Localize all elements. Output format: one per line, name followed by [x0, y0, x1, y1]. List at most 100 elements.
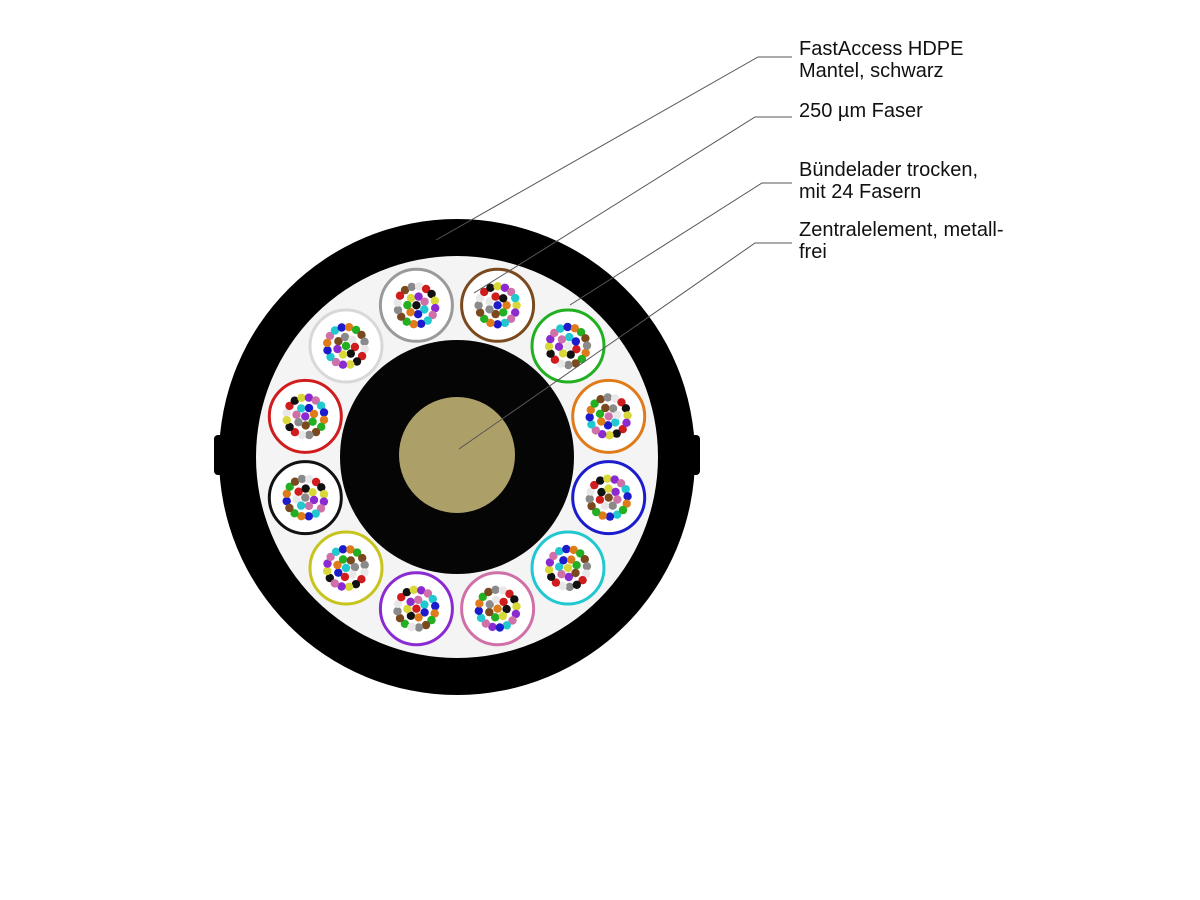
leader-line-tube	[569, 182, 792, 306]
fiber	[337, 323, 346, 332]
fiber	[308, 417, 317, 426]
fiber	[407, 282, 416, 292]
fiber	[571, 359, 580, 368]
fiber	[586, 487, 595, 496]
fiber	[290, 509, 299, 518]
fiber	[414, 595, 423, 604]
fiber	[393, 298, 402, 307]
fiber	[565, 332, 574, 342]
fiber	[334, 568, 343, 577]
fiber	[311, 427, 321, 437]
fiber	[290, 477, 300, 486]
fiber	[420, 305, 429, 314]
fiber	[341, 341, 351, 351]
fiber	[352, 548, 362, 557]
fiber	[406, 597, 415, 606]
fiber	[346, 360, 355, 369]
fiber	[611, 418, 620, 427]
fiber	[556, 324, 565, 333]
fiber	[297, 430, 306, 440]
fiber	[304, 393, 314, 402]
fiber	[546, 349, 555, 358]
fiber	[351, 325, 361, 335]
fiber	[290, 428, 300, 437]
fiber	[325, 331, 335, 341]
fiber	[576, 549, 585, 558]
fiber	[476, 613, 486, 623]
fiber	[337, 582, 346, 591]
fiber	[563, 341, 573, 351]
fiber	[309, 495, 319, 505]
fiber	[618, 505, 628, 515]
buffer-tube	[460, 571, 536, 647]
fiber	[569, 545, 578, 555]
fiber	[623, 492, 632, 501]
fiber	[412, 604, 421, 613]
label-central-line-2: frei	[799, 241, 827, 263]
fiber	[570, 324, 580, 333]
buffer-tube	[267, 378, 343, 454]
fiber	[623, 411, 632, 420]
buffer-tube	[460, 267, 536, 343]
fiber	[564, 360, 573, 370]
fiber	[578, 576, 587, 585]
label-central-line-1: Zentralelement, metall-	[799, 219, 1004, 241]
fiber	[510, 595, 519, 604]
fiber	[421, 620, 431, 630]
fiber	[397, 312, 406, 321]
fiber	[402, 317, 411, 326]
fiber	[491, 595, 501, 604]
fiber	[491, 309, 500, 319]
fiber	[423, 589, 433, 598]
label-jacket-line-2: Mantel, schwarz	[799, 60, 944, 82]
fiber	[582, 569, 591, 578]
fiber	[319, 497, 329, 506]
fiber	[603, 393, 612, 402]
fiber	[571, 568, 580, 578]
fiber	[505, 589, 514, 598]
fiber	[506, 287, 516, 297]
fiber	[577, 354, 586, 364]
fiber	[608, 501, 617, 510]
fiber	[409, 320, 418, 329]
fiber	[592, 507, 601, 517]
label-tube-line-2: mit 24 Fasern	[799, 181, 922, 203]
jacket-rib-right	[688, 435, 700, 475]
fiber	[430, 609, 439, 618]
fiber	[323, 566, 332, 576]
fiber	[486, 283, 495, 292]
label-tube: Bündelader trocken, mit 24 Fasern	[799, 159, 978, 203]
fiber	[549, 551, 558, 561]
fiber	[360, 568, 369, 577]
fiber	[323, 338, 332, 348]
fiber	[311, 396, 320, 405]
fiber	[341, 563, 351, 573]
fiber	[610, 394, 620, 403]
fiber	[326, 352, 335, 362]
leader-line-central	[458, 242, 792, 450]
fiber	[282, 408, 291, 417]
buffer-tube	[308, 308, 384, 384]
fiber	[557, 335, 567, 344]
fiber	[282, 496, 291, 506]
jacket-rib-left	[214, 435, 226, 475]
fiber	[565, 582, 574, 592]
fiber	[431, 303, 440, 313]
fiber	[598, 430, 607, 439]
fiber	[358, 553, 367, 563]
fiber	[491, 585, 500, 594]
fiber	[491, 292, 500, 301]
fiber	[285, 482, 294, 491]
fiber	[420, 297, 429, 306]
fiber	[557, 570, 566, 579]
fiber	[413, 310, 423, 319]
fiber	[499, 597, 508, 607]
fiber	[308, 488, 317, 497]
fiber	[597, 487, 606, 497]
fiber	[395, 614, 405, 623]
fiber	[344, 323, 354, 332]
fiber	[616, 479, 626, 488]
fiber	[613, 410, 622, 420]
fiber	[500, 318, 510, 328]
